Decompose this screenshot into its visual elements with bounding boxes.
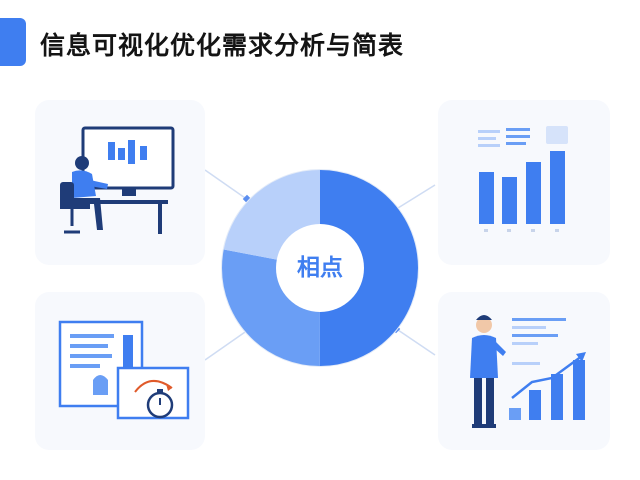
card-bottom-right: [438, 292, 610, 450]
donut-hole: [276, 224, 364, 312]
donut-chart: [222, 170, 418, 366]
connector-lines: [204, 169, 436, 361]
person-at-desk-icon: [60, 156, 108, 234]
card-top-left: [35, 100, 205, 265]
growth-chart-icon: [509, 318, 586, 420]
bar-chart-icon: [478, 126, 568, 232]
card-bottom-left: [35, 292, 205, 450]
presenter-icon: [470, 315, 506, 428]
donut-slice-2: [222, 170, 418, 366]
card-top-right: [438, 100, 610, 265]
center-label: 相点: [297, 255, 343, 281]
title-bar: 信息可视化优化需求分析与简表: [0, 18, 640, 66]
title-accent-bar: [0, 18, 26, 66]
donut-slice-3: [222, 170, 418, 366]
page-title: 信息可视化优化需求分析与简表: [40, 31, 405, 60]
card-bg: [438, 100, 610, 265]
stopwatch-icon: [116, 366, 190, 420]
